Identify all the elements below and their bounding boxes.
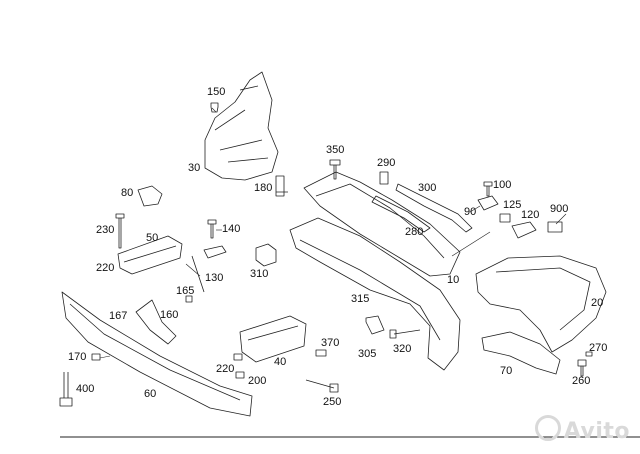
part-370-screw — [315, 349, 327, 357]
part-120-sensor — [511, 221, 537, 239]
part-220-nut — [233, 353, 243, 361]
part-label-167: 167 — [109, 310, 128, 322]
part-300-seal — [395, 183, 473, 233]
part-130-rod — [191, 245, 227, 293]
part-label-230: 230 — [96, 224, 115, 236]
part-label-350: 350 — [326, 144, 345, 156]
part-label-315: 315 — [351, 293, 370, 305]
part-label-260: 260 — [572, 375, 591, 387]
part-label-180: 180 — [254, 182, 273, 194]
part-label-165: 165 — [176, 285, 195, 297]
part-label-150: 150 — [207, 86, 226, 98]
part-100-screw — [483, 181, 493, 197]
part-350-screw — [329, 159, 341, 180]
part-270-screw — [585, 351, 593, 357]
part-180-bracket — [275, 175, 288, 197]
part-label-140: 140 — [222, 223, 241, 235]
part-60-beam — [61, 291, 253, 417]
part-label-30: 30 — [188, 162, 201, 174]
part-10-crossmember — [303, 171, 461, 277]
part-260-screw — [577, 359, 587, 377]
part-label-20: 20 — [591, 297, 604, 309]
part-70-arch — [481, 331, 561, 375]
part-150-clip — [210, 102, 219, 113]
part-320-bolt — [389, 329, 421, 339]
part-label-400: 400 — [76, 383, 95, 395]
part-label-160: 160 — [160, 309, 179, 321]
part-315-support — [289, 217, 461, 371]
part-165-block — [185, 295, 193, 303]
part-label-120: 120 — [521, 209, 540, 221]
part-30-bracket — [204, 71, 279, 181]
part-230-bolt — [115, 213, 125, 249]
part-label-90: 90 — [464, 206, 477, 218]
avito-watermark: Avito — [534, 415, 630, 444]
part-200-nut — [235, 371, 245, 379]
part-label-270: 270 — [589, 342, 608, 354]
part-label-310: 310 — [250, 268, 269, 280]
part-160-bracket — [135, 299, 177, 345]
part-170-nut — [91, 353, 101, 361]
part-label-220-upper: 220 — [96, 262, 115, 274]
part-label-100: 100 — [493, 179, 512, 191]
part-label-40: 40 — [274, 356, 287, 368]
part-20-arch — [475, 255, 607, 353]
part-label-290: 290 — [377, 157, 396, 169]
part-label-60: 60 — [144, 388, 157, 400]
part-80-hinge — [137, 185, 163, 207]
part-125-clip — [499, 213, 511, 223]
part-280-seal — [371, 195, 431, 233]
part-90-bracket — [477, 195, 499, 211]
part-310-clip — [255, 243, 277, 267]
part-label-280: 280 — [405, 226, 424, 238]
part-label-200: 200 — [248, 375, 267, 387]
part-305-clip — [365, 315, 385, 335]
part-label-320: 320 — [393, 343, 412, 355]
part-label-125: 125 — [503, 199, 522, 211]
part-900-part — [547, 221, 563, 233]
part-label-300: 300 — [418, 182, 437, 194]
part-label-900: 900 — [550, 203, 569, 215]
part-label-130: 130 — [205, 272, 224, 284]
part-label-250: 250 — [323, 396, 342, 408]
part-label-50: 50 — [146, 232, 159, 244]
part-140-screw — [207, 219, 217, 239]
part-label-70: 70 — [500, 365, 513, 377]
part-50-bracket — [117, 235, 183, 275]
part-290-clip — [379, 171, 389, 185]
part-label-370: 370 — [321, 337, 340, 349]
avito-logo-icon — [534, 415, 561, 441]
part-400-bolt — [59, 372, 73, 407]
watermark-text: Avito — [563, 419, 630, 444]
part-label-10: 10 — [447, 274, 460, 286]
part-250-bolt — [305, 379, 339, 393]
part-40-bracket — [239, 315, 307, 363]
part-label-305: 305 — [358, 348, 377, 360]
part-label-80: 80 — [121, 187, 134, 199]
part-label-220-lower: 220 — [216, 363, 235, 375]
part-label-170: 170 — [68, 351, 87, 363]
